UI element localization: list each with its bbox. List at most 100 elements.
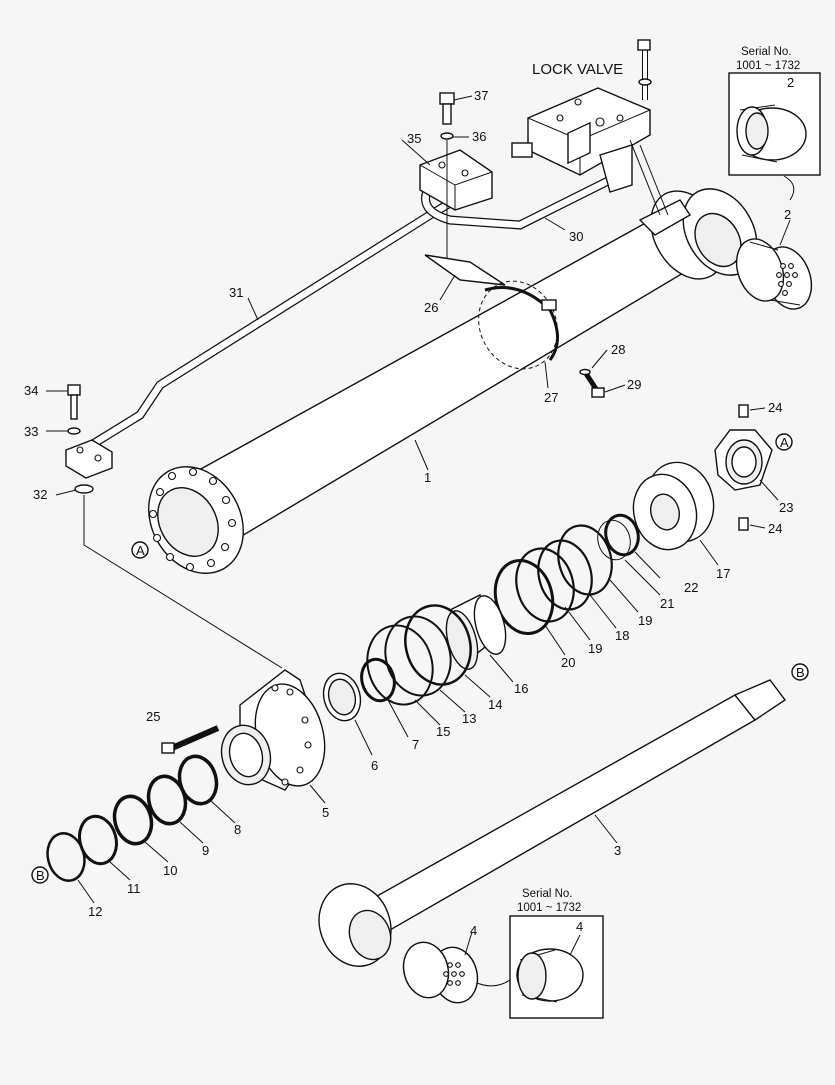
part-label-27: 27: [544, 390, 558, 405]
marker-b-seal: B: [31, 866, 49, 884]
pipe-31: [72, 196, 458, 459]
spacer-16: [445, 594, 507, 670]
part-label-7: 7: [412, 737, 419, 752]
bushing-6: [322, 672, 362, 722]
part-label-6: 6: [371, 758, 378, 773]
part-label-19-left: 19: [588, 641, 602, 656]
marker-b-rod: B: [791, 663, 809, 681]
part-label-8: 8: [234, 822, 241, 837]
piston-17: [632, 461, 715, 551]
serial-arrow-top: [783, 175, 795, 201]
ring-22: [604, 513, 640, 557]
part-label-29: 29: [627, 377, 641, 392]
serial-range-bottom: 1001 ~ 1732: [517, 902, 581, 914]
svg-text:A: A: [136, 543, 145, 558]
part-label-17: 17: [716, 566, 730, 581]
rod-cover-5: [220, 669, 326, 791]
marker-a-nut: A: [775, 433, 793, 451]
part-label-28: 28: [611, 342, 625, 357]
lock-valve-body: [511, 39, 669, 216]
part-label-4: 4: [470, 923, 477, 938]
part-label-26: 26: [424, 300, 438, 315]
part-label-21: 21: [660, 596, 674, 611]
ring-7: [360, 657, 396, 703]
seal-9: [146, 774, 188, 826]
part-label-22: 22: [684, 580, 698, 595]
bushing-2-detail: [736, 104, 807, 163]
ring-15: [366, 624, 434, 706]
part-label-20: 20: [561, 655, 575, 670]
part-label-3: 3: [614, 843, 621, 858]
svg-text:B: B: [796, 665, 805, 680]
marker-a-top: A: [131, 541, 149, 559]
part-label-13: 13: [462, 711, 476, 726]
setscrew-24-bottom: [738, 517, 749, 531]
flange-block: [65, 439, 113, 479]
part-label-10: 10: [163, 863, 177, 878]
ring-21: [597, 519, 631, 561]
lock-valve-title: LOCK VALVE: [532, 61, 623, 78]
part-label-32: 32: [33, 487, 47, 502]
serial-box-top: Serial No. 1001 ~ 1732 2: [728, 46, 821, 201]
part-label-31: 31: [229, 285, 243, 300]
o-ring-32: [74, 484, 94, 494]
serial-box-bottom: Serial No. 1001 ~ 1732 4: [509, 888, 604, 1019]
svg-text:B: B: [36, 868, 45, 883]
part-label-1: 1: [424, 470, 431, 485]
serial-range-top: 1001 ~ 1732: [736, 60, 800, 72]
part-label-24-top: 24: [768, 400, 782, 415]
clamp-27: [478, 280, 559, 370]
serial-heading-bottom: Serial No.: [522, 888, 573, 900]
nut-23: [714, 429, 773, 491]
serial-part-top: 2: [787, 75, 794, 90]
part-label-18: 18: [615, 628, 629, 643]
bushing-dots: [776, 263, 798, 296]
bushing-4-detail: [516, 948, 584, 1003]
part-label-14: 14: [488, 697, 502, 712]
serial-part-bottom: 4: [576, 919, 583, 934]
washer-33: [67, 427, 81, 435]
part-label-12: 12: [88, 904, 102, 919]
setscrew-24-top: [738, 404, 749, 418]
part-label-16: 16: [514, 681, 528, 696]
bolt-25: [161, 725, 220, 754]
part-label-11: 11: [127, 881, 141, 896]
part-label-5: 5: [322, 805, 329, 820]
serial-arrow-bottom: [476, 979, 511, 987]
o-ring-14: [404, 604, 472, 686]
part-label-35: 35: [407, 131, 421, 146]
part-label-33: 33: [24, 424, 38, 439]
part-label-30: 30: [569, 229, 583, 244]
seal-10: [112, 794, 154, 846]
piston-rod-3: [318, 679, 787, 967]
svg-text:A: A: [780, 435, 789, 450]
bracket-26: [424, 254, 506, 286]
part-label-25: 25: [146, 709, 160, 724]
part-label-34: 34: [24, 383, 38, 398]
bushing-4: [402, 941, 479, 1004]
bolt-37: [439, 92, 455, 140]
part-label-23: 23: [779, 500, 793, 515]
part-label-37: 37: [474, 88, 488, 103]
part-label-36: 36: [472, 129, 486, 144]
seal-12: [46, 832, 86, 882]
flange-bolt-holes: [148, 467, 237, 572]
part-label-24-bottom: 24: [768, 521, 782, 536]
serial-heading-top: Serial No.: [741, 46, 792, 58]
part-label-19-right: 19: [638, 613, 652, 628]
valve-mount-pad: [638, 199, 691, 236]
part-label-9: 9: [202, 843, 209, 858]
part-label-2: 2: [784, 207, 791, 222]
flange-leader: [83, 495, 283, 669]
bushing-2: [735, 238, 813, 310]
leader-lines: [46, 95, 791, 956]
seal-8: [177, 754, 219, 806]
bolt-29: [579, 368, 605, 398]
cylinder-tube: [148, 188, 758, 574]
part-label-15: 15: [436, 724, 450, 739]
block-35: [419, 149, 493, 211]
bolt-34: [67, 384, 81, 420]
seal-stack: [493, 524, 613, 635]
